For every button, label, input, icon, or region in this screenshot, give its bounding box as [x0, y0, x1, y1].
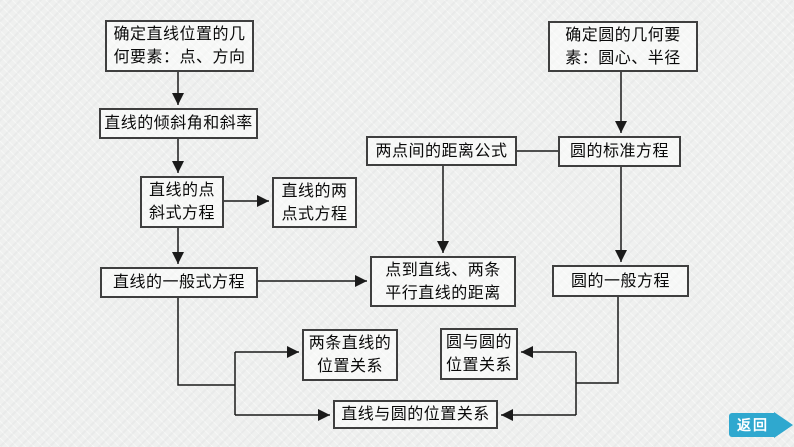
arrow-right-icon: [774, 412, 793, 438]
node-point-slope-form: 直线的点 斜式方程: [140, 176, 224, 228]
node-circle-general-equation: 圆的一般方程: [552, 265, 689, 297]
node-inclination-and-slope: 直线的倾斜角和斜率: [99, 108, 258, 139]
node-distance-formula: 两点间的距离公式: [366, 136, 517, 166]
node-line-geometric-elements: 确定直线位置的几 何要素：点、方向: [105, 20, 254, 72]
return-button-label: 返回: [729, 413, 777, 437]
return-button[interactable]: 返回: [729, 411, 794, 439]
node-two-point-form: 直线的两 点式方程: [272, 177, 357, 228]
node-two-lines-position-relation: 两条直线的 位置关系: [302, 329, 398, 381]
node-general-form-line: 直线的一般式方程: [100, 267, 258, 298]
node-circle-geometric-elements: 确定圆的几何要 素：圆心、半径: [548, 21, 698, 72]
node-point-to-line-distance: 点到直线、两条 平行直线的距离: [370, 256, 516, 307]
node-circle-standard-equation: 圆的标准方程: [558, 136, 681, 167]
node-circle-circle-position-relation: 圆与圆的 位置关系: [440, 328, 518, 380]
node-line-circle-position-relation: 直线与圆的位置关系: [333, 400, 498, 429]
